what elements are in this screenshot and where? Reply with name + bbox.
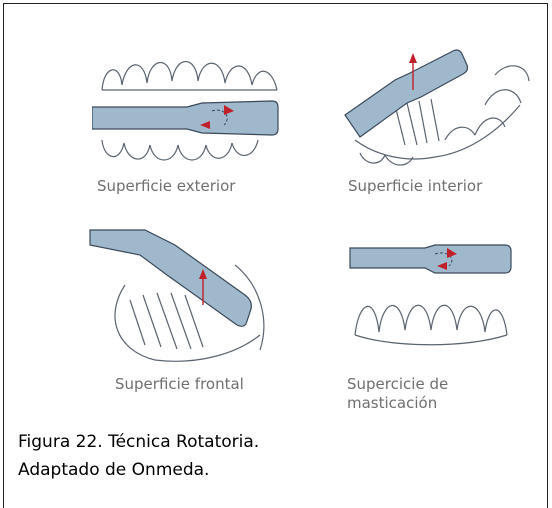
frontal-surface-drawing — [85, 225, 315, 365]
interior-surface-drawing — [335, 45, 552, 170]
caption-chewing: Supercicie de masticación — [347, 375, 448, 413]
figure-caption: Figura 22. Técnica Rotatoria. Adaptado d… — [18, 428, 259, 484]
exterior-surface-drawing — [92, 45, 312, 165]
figure-caption-line1: Figura 22. Técnica Rotatoria. — [18, 428, 259, 456]
figure-caption-line2: Adaptado de Onmeda. — [18, 456, 259, 484]
caption-interior: Superficie interior — [348, 177, 482, 196]
caption-exterior: Superficie exterior — [97, 177, 235, 196]
caption-frontal: Superficie frontal — [115, 375, 244, 394]
chewing-surface-drawing — [335, 240, 552, 350]
panel-frontal-illustration — [85, 225, 315, 395]
